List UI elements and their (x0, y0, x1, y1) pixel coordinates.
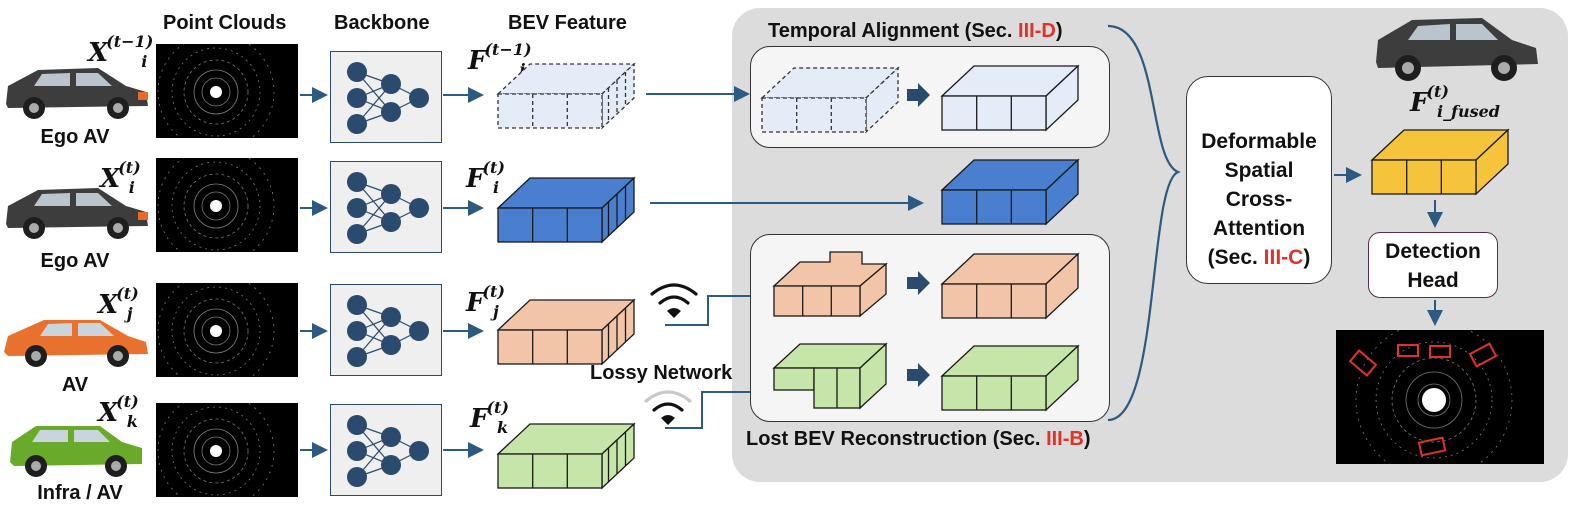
wifi-icon (646, 278, 702, 320)
fused-feature-symbol: F(t)i_fused (1410, 82, 1500, 121)
agent-label: Ego AV (40, 250, 110, 272)
detection-result-image (1336, 321, 1544, 479)
detection-head-box: Detection Head (1368, 232, 1498, 298)
point-cloud-image (156, 33, 298, 151)
backbone-network (330, 404, 442, 496)
deformable-attention-box: Deformable Spatial Cross- Attention (Sec… (1186, 76, 1332, 284)
point-cloud-image (156, 392, 298, 510)
bev-feature-grid (492, 168, 642, 248)
header-backbone: Backbone (334, 12, 430, 34)
bev-grid-aligned (936, 56, 1086, 136)
backbone-network (330, 284, 442, 376)
car-icon (1370, 8, 1540, 84)
bev-grid-reconstructed-green (936, 336, 1086, 416)
bev-feature-grid (492, 54, 642, 134)
temporal-alignment-title: Temporal Alignment (Sec. III-D) (768, 20, 1063, 42)
backbone-network (330, 161, 442, 253)
bev-feature-symbol: F(t−1)i (468, 40, 532, 79)
backbone-network (330, 51, 442, 143)
bev-grid-previous (756, 58, 906, 138)
agent-label: Ego AV (40, 126, 110, 148)
right-arrow-icon (905, 82, 931, 108)
bev-grid-reconstructed-peach (936, 244, 1086, 324)
point-cloud-symbol: X(t)k (98, 392, 139, 431)
car-icon (0, 180, 150, 242)
bev-grid-partial-green (770, 338, 890, 414)
agent-label: Infra / AV (37, 482, 123, 504)
header-point-clouds: Point Clouds (163, 12, 287, 34)
reconstruction-title: Lost BEV Reconstruction (Sec. III-B) (746, 428, 1091, 450)
right-arrow-icon (905, 362, 931, 388)
bev-feature-grid (492, 414, 642, 494)
point-cloud-image (156, 272, 298, 390)
point-cloud-image (156, 147, 298, 265)
bev-grid-fused (1366, 120, 1516, 200)
bev-feature-symbol: F(t)j (466, 282, 505, 321)
bev-feature-grid (492, 290, 642, 370)
bev-feature-symbol: F(t)i (466, 158, 505, 197)
header-bev-feature: BEV Feature (508, 12, 627, 34)
right-arrow-icon (905, 270, 931, 296)
agent-label: AV (61, 374, 89, 396)
car-icon (6, 418, 146, 480)
point-cloud-symbol: X(t)j (98, 284, 139, 323)
bev-feature-symbol: F(t)k (470, 398, 509, 437)
car-icon (0, 60, 150, 122)
bev-grid-partial-peach (770, 246, 890, 322)
wifi-icon-lossy (640, 385, 696, 427)
car-icon (0, 308, 150, 370)
bev-grid-ego-current (936, 150, 1086, 230)
lossy-network-label: Lossy Network (590, 362, 733, 384)
point-cloud-symbol: X(t)i (100, 158, 141, 197)
point-cloud-symbol: X(t−1)i (88, 32, 154, 71)
